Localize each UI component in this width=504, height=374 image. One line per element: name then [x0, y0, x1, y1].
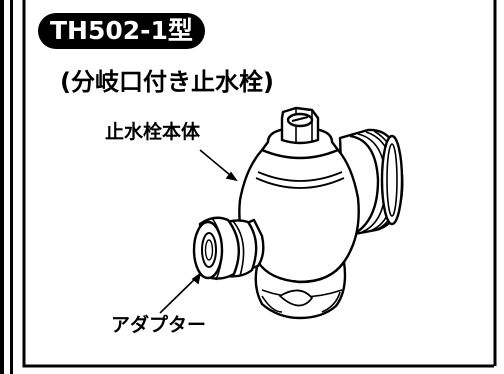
label-valve-body: 止水栓本体: [105, 121, 201, 143]
leader-line-body: [199, 149, 238, 182]
label-adapter: アダプター: [111, 314, 207, 336]
leader-line-adapter: [159, 272, 202, 314]
left-border-bar-outer: [0, 0, 4, 374]
model-subtitle: (分岐口付き止水栓): [60, 68, 274, 96]
panel-border: [22, 0, 494, 368]
adapter: [192, 216, 265, 281]
left-border-bar-inner: [10, 0, 13, 374]
stop-valve-illustration: [192, 106, 404, 320]
model-badge: TH502-1型: [38, 13, 205, 49]
